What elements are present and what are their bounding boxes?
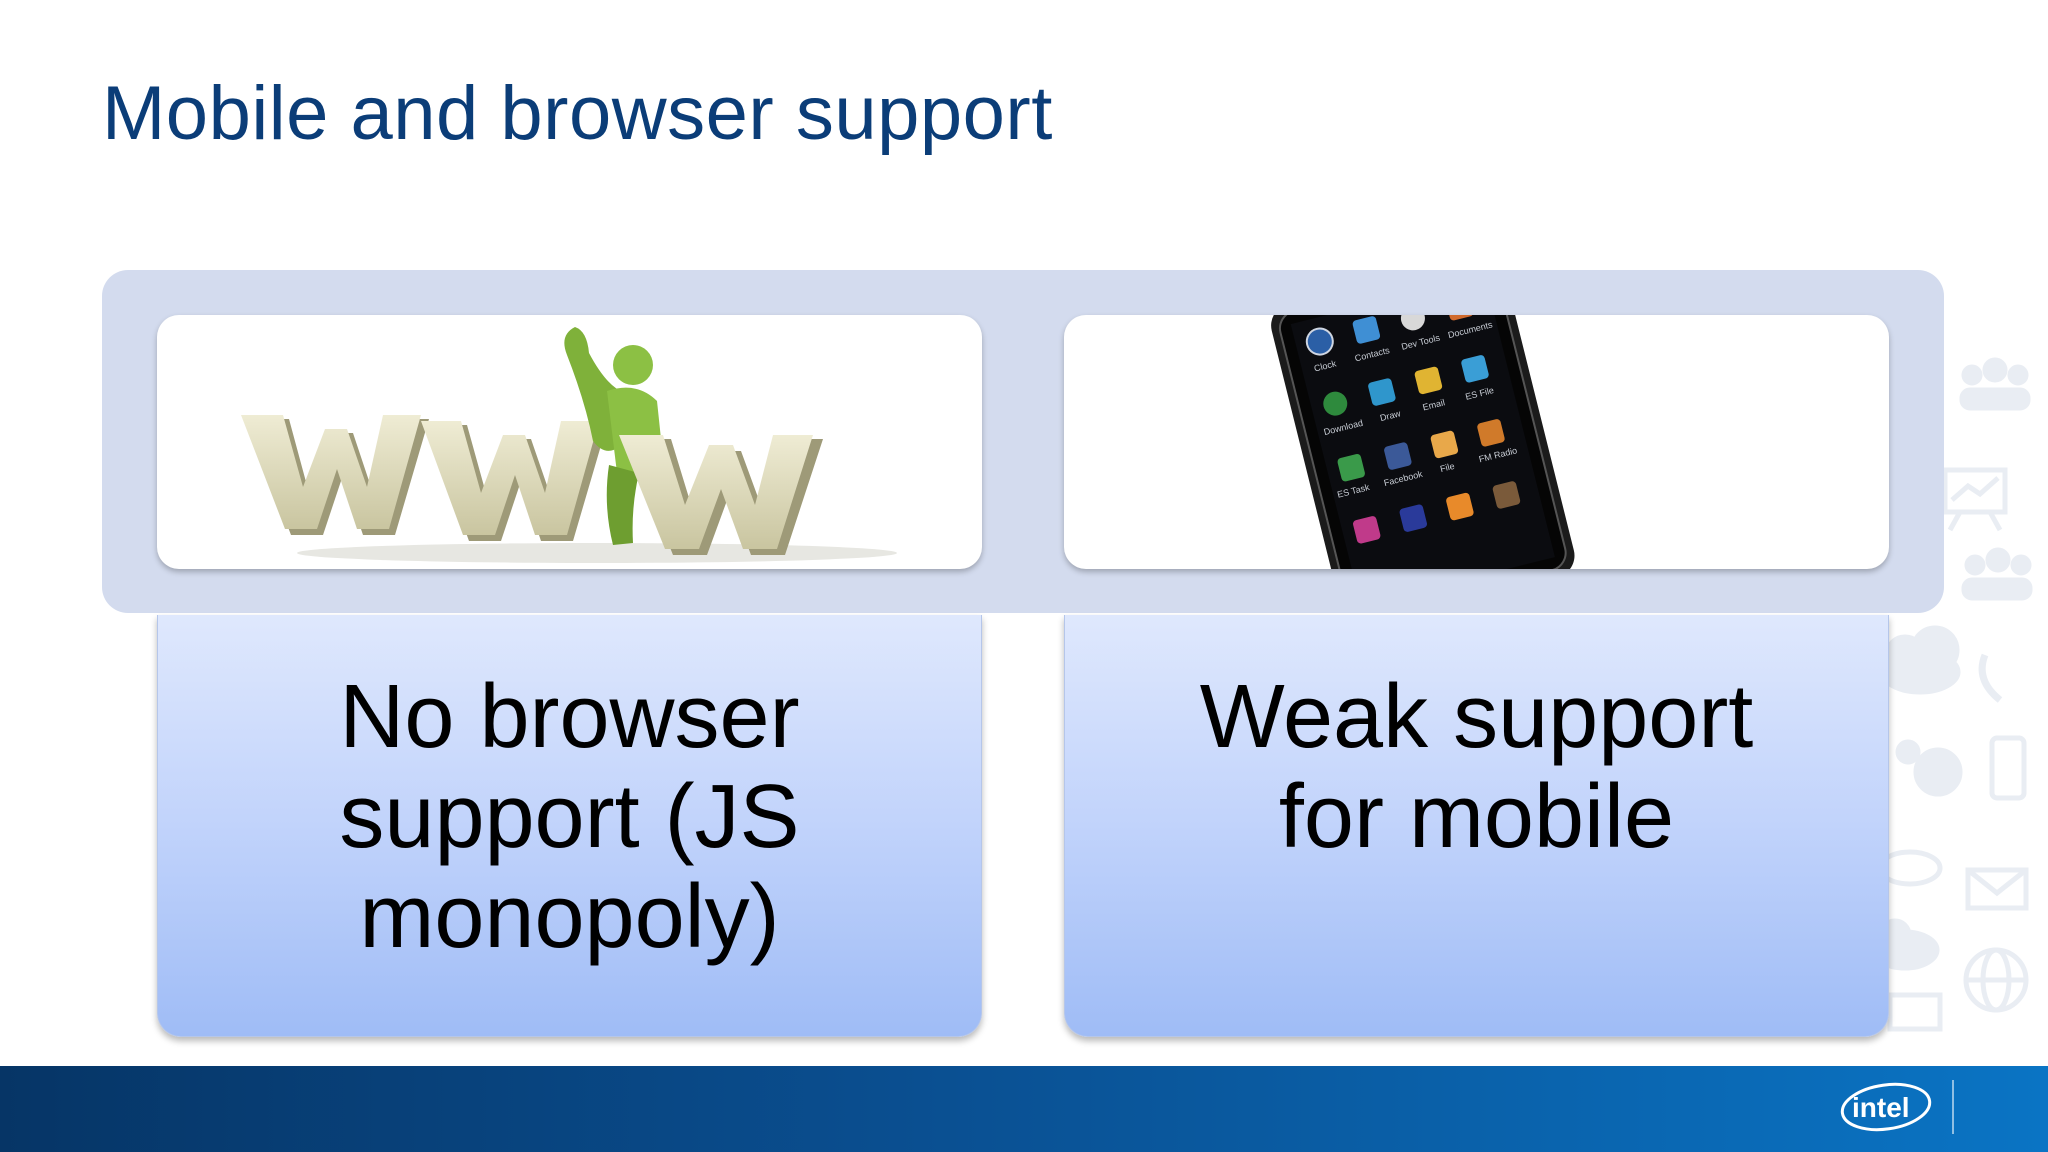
- mobile-support-box: Weak support for mobile: [1064, 615, 1889, 1037]
- browser-support-text: No browser support (JS monopoly): [339, 667, 800, 967]
- cloud-outline-icon: [1877, 849, 1943, 887]
- footer-bar: [0, 1066, 2048, 1152]
- app-icon-grid: [1305, 315, 1521, 544]
- intel-logo: intel: [1840, 1082, 1932, 1132]
- browser-support-box: No browser support (JS monopoly): [157, 615, 982, 1037]
- www-image-card: [157, 315, 982, 569]
- intel-logo-text: intel: [1852, 1092, 1910, 1123]
- presentation-icon: [1942, 467, 2008, 532]
- mobile-icon: [1989, 735, 2027, 801]
- mail-icon: [1965, 867, 2029, 911]
- phone-handset-icon: [1978, 653, 2003, 703]
- people-icon: [1959, 357, 2031, 411]
- cloud-icon: [1879, 625, 1961, 695]
- phone-image-card: Clock Contacts Dev Tools Documents Downl…: [1064, 315, 1889, 569]
- group-icon: [1961, 547, 2033, 601]
- mobile-support-text: Weak support for mobile: [1199, 667, 1754, 867]
- smartphone-apps-image: Clock Contacts Dev Tools Documents Downl…: [1271, 315, 1575, 569]
- gear-icon: [1895, 739, 1963, 797]
- monitor-icon: [1887, 992, 1943, 1032]
- slide-title: Mobile and browser support: [102, 71, 1053, 156]
- globe-icon: [1963, 947, 2029, 1013]
- footer-divider: [1952, 1080, 1954, 1134]
- app-label-file: File: [1439, 461, 1456, 474]
- www-letters-image: [241, 327, 897, 563]
